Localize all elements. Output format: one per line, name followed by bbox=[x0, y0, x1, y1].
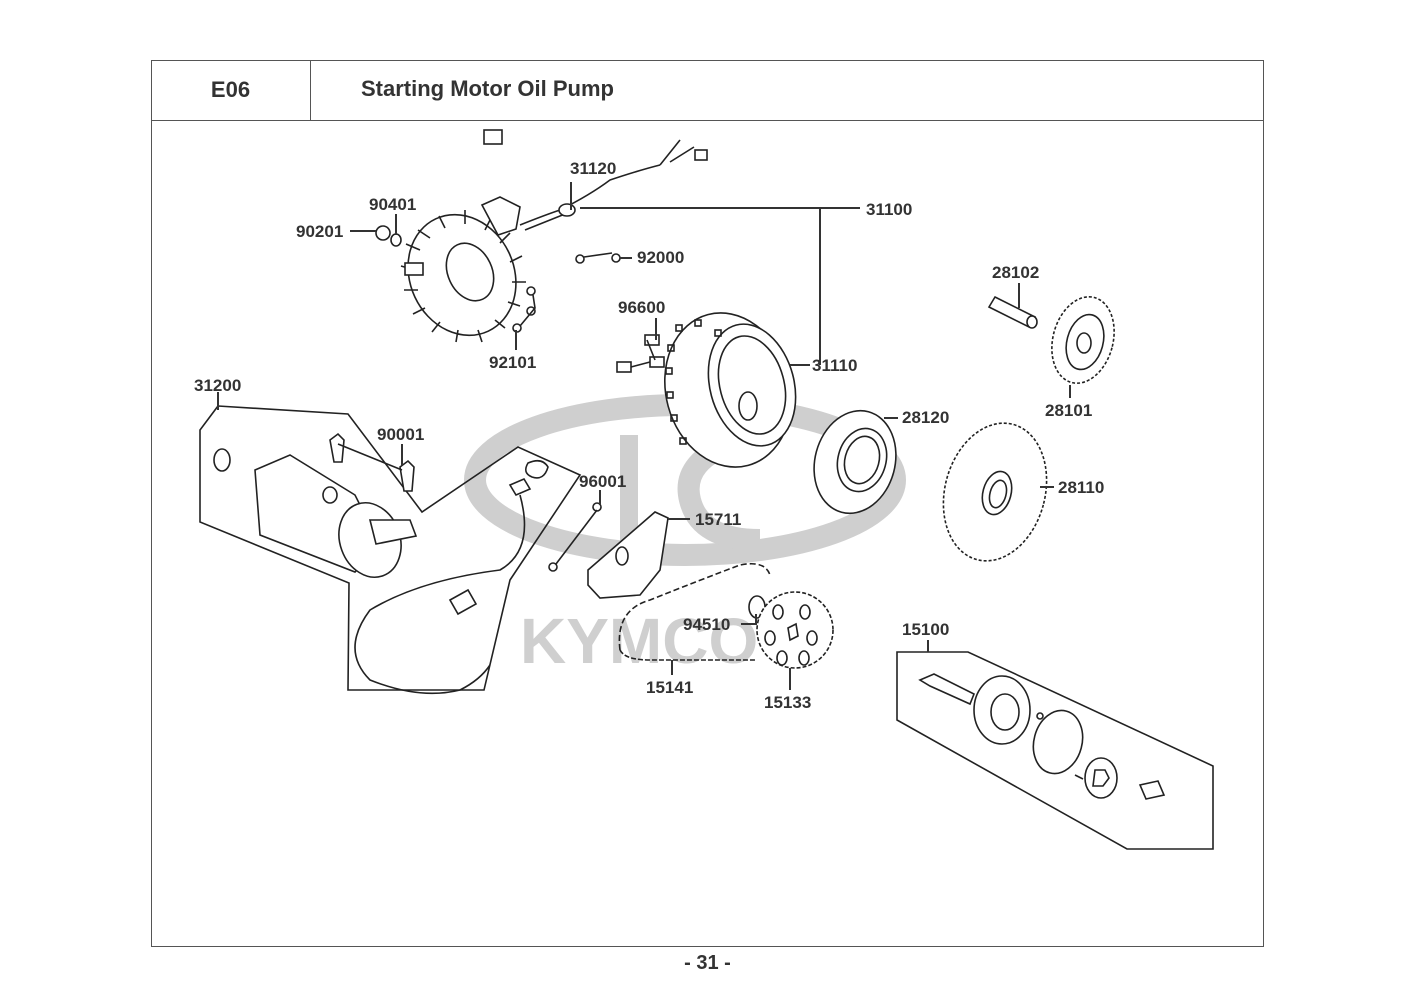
starting-motor[interactable] bbox=[199, 405, 582, 691]
starter-cable[interactable] bbox=[354, 459, 549, 695]
idle-gear-shaft[interactable] bbox=[987, 295, 1038, 329]
oil-pump-sprocket[interactable] bbox=[756, 591, 834, 669]
section-code: E06 bbox=[151, 60, 311, 121]
starter-clutch[interactable] bbox=[803, 401, 907, 522]
label-92101: 92101 bbox=[489, 353, 536, 372]
label-96001: 96001 bbox=[579, 472, 626, 491]
label-31120: 31120 bbox=[570, 159, 616, 178]
oil-pump-assembly[interactable] bbox=[896, 651, 1214, 850]
page-title: Starting Motor Oil Pump bbox=[361, 76, 614, 101]
label-15141: 15141 bbox=[646, 678, 693, 697]
flywheel-rotor[interactable] bbox=[648, 299, 809, 482]
label-28120: 28120 bbox=[902, 408, 949, 427]
kymco-watermark: KYMCO bbox=[464, 394, 906, 677]
diagram-frame bbox=[151, 60, 1264, 947]
stator-screws[interactable] bbox=[512, 286, 536, 333]
header-divider bbox=[310, 120, 1264, 121]
label-28110: 28110 bbox=[1058, 478, 1104, 497]
label-96600: 96600 bbox=[618, 298, 665, 317]
label-90401: 90401 bbox=[369, 195, 416, 214]
starter-driven-gear[interactable] bbox=[929, 411, 1062, 572]
chain-guide-bolts[interactable] bbox=[548, 502, 602, 572]
label-15133: 15133 bbox=[764, 693, 811, 712]
page-number: - 31 - bbox=[684, 952, 731, 974]
label-94510: 94510 bbox=[683, 615, 730, 634]
label-15711: 15711 bbox=[695, 510, 741, 529]
screw-pair[interactable] bbox=[575, 252, 621, 264]
label-90201: 90201 bbox=[296, 222, 343, 241]
label-28102: 28102 bbox=[992, 263, 1039, 282]
nut-washer[interactable] bbox=[375, 225, 402, 247]
starter-idle-gear[interactable] bbox=[1043, 290, 1124, 391]
flywheel-bolts[interactable] bbox=[616, 334, 665, 373]
part-labels: 31120 31100 90401 90201 92000 96600 9210… bbox=[194, 159, 1104, 712]
oil-pump-chain[interactable] bbox=[618, 562, 771, 661]
label-31200: 31200 bbox=[194, 376, 241, 395]
stator-coil[interactable] bbox=[389, 129, 708, 353]
watermark-k-stroke bbox=[620, 435, 638, 555]
label-15100: 15100 bbox=[902, 620, 949, 639]
label-90001: 90001 bbox=[377, 425, 424, 444]
watermark-text: KYMCO bbox=[520, 605, 758, 677]
label-31110: 31110 bbox=[812, 356, 857, 375]
label-31100: 31100 bbox=[866, 200, 912, 219]
leader-lines bbox=[217, 182, 1071, 690]
label-92000: 92000 bbox=[637, 248, 684, 267]
label-28101: 28101 bbox=[1045, 401, 1092, 420]
chain-guide[interactable] bbox=[587, 511, 669, 599]
